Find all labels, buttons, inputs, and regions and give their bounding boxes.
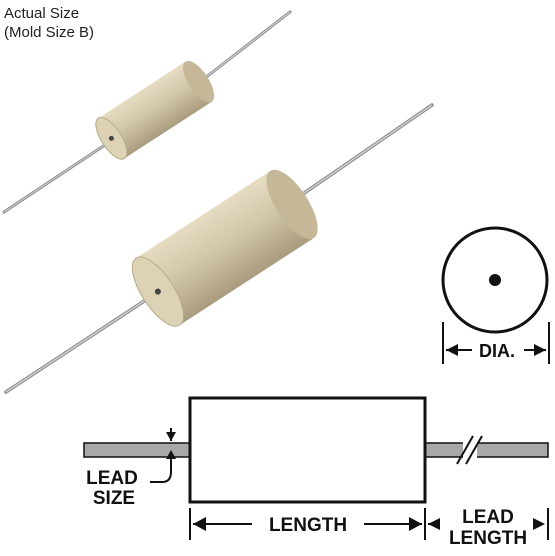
large-capacitor-body [136,170,314,326]
lead-length-dimension: LEAD LENGTH [428,507,549,549]
end-view-lead-dot [489,274,501,286]
large-capacitor-photo [4,103,434,394]
size-caption: Actual Size (Mold Size B) [4,4,94,42]
end-view-circle [441,226,549,334]
lead-size-label-line1: LEAD [86,468,138,489]
small-capacitor-body [98,61,212,159]
lead-size-label-line2: SIZE [93,488,135,509]
lead-break-symbol [456,435,483,465]
length-dimension: LENGTH [189,508,426,540]
lead-left [83,442,191,458]
lead-right [424,442,549,458]
dia-label: DIA. [479,341,515,361]
caption-line-1: Actual Size [4,5,80,22]
lead-size-indicator: LEAD SIZE [86,428,176,509]
capacitor-body-outline [188,396,427,504]
lead-length-label-line1: LEAD [462,507,514,528]
end-view-diameter: DIA. [441,226,550,364]
side-view-drawing: LEAD SIZE LENGTH LEAD LENGTH [83,396,549,549]
length-label: LENGTH [269,515,347,536]
lead-length-label-line2: LENGTH [449,528,527,549]
caption-line-2: (Mold Size B) [4,24,95,41]
small-capacitor-photo [2,10,292,214]
